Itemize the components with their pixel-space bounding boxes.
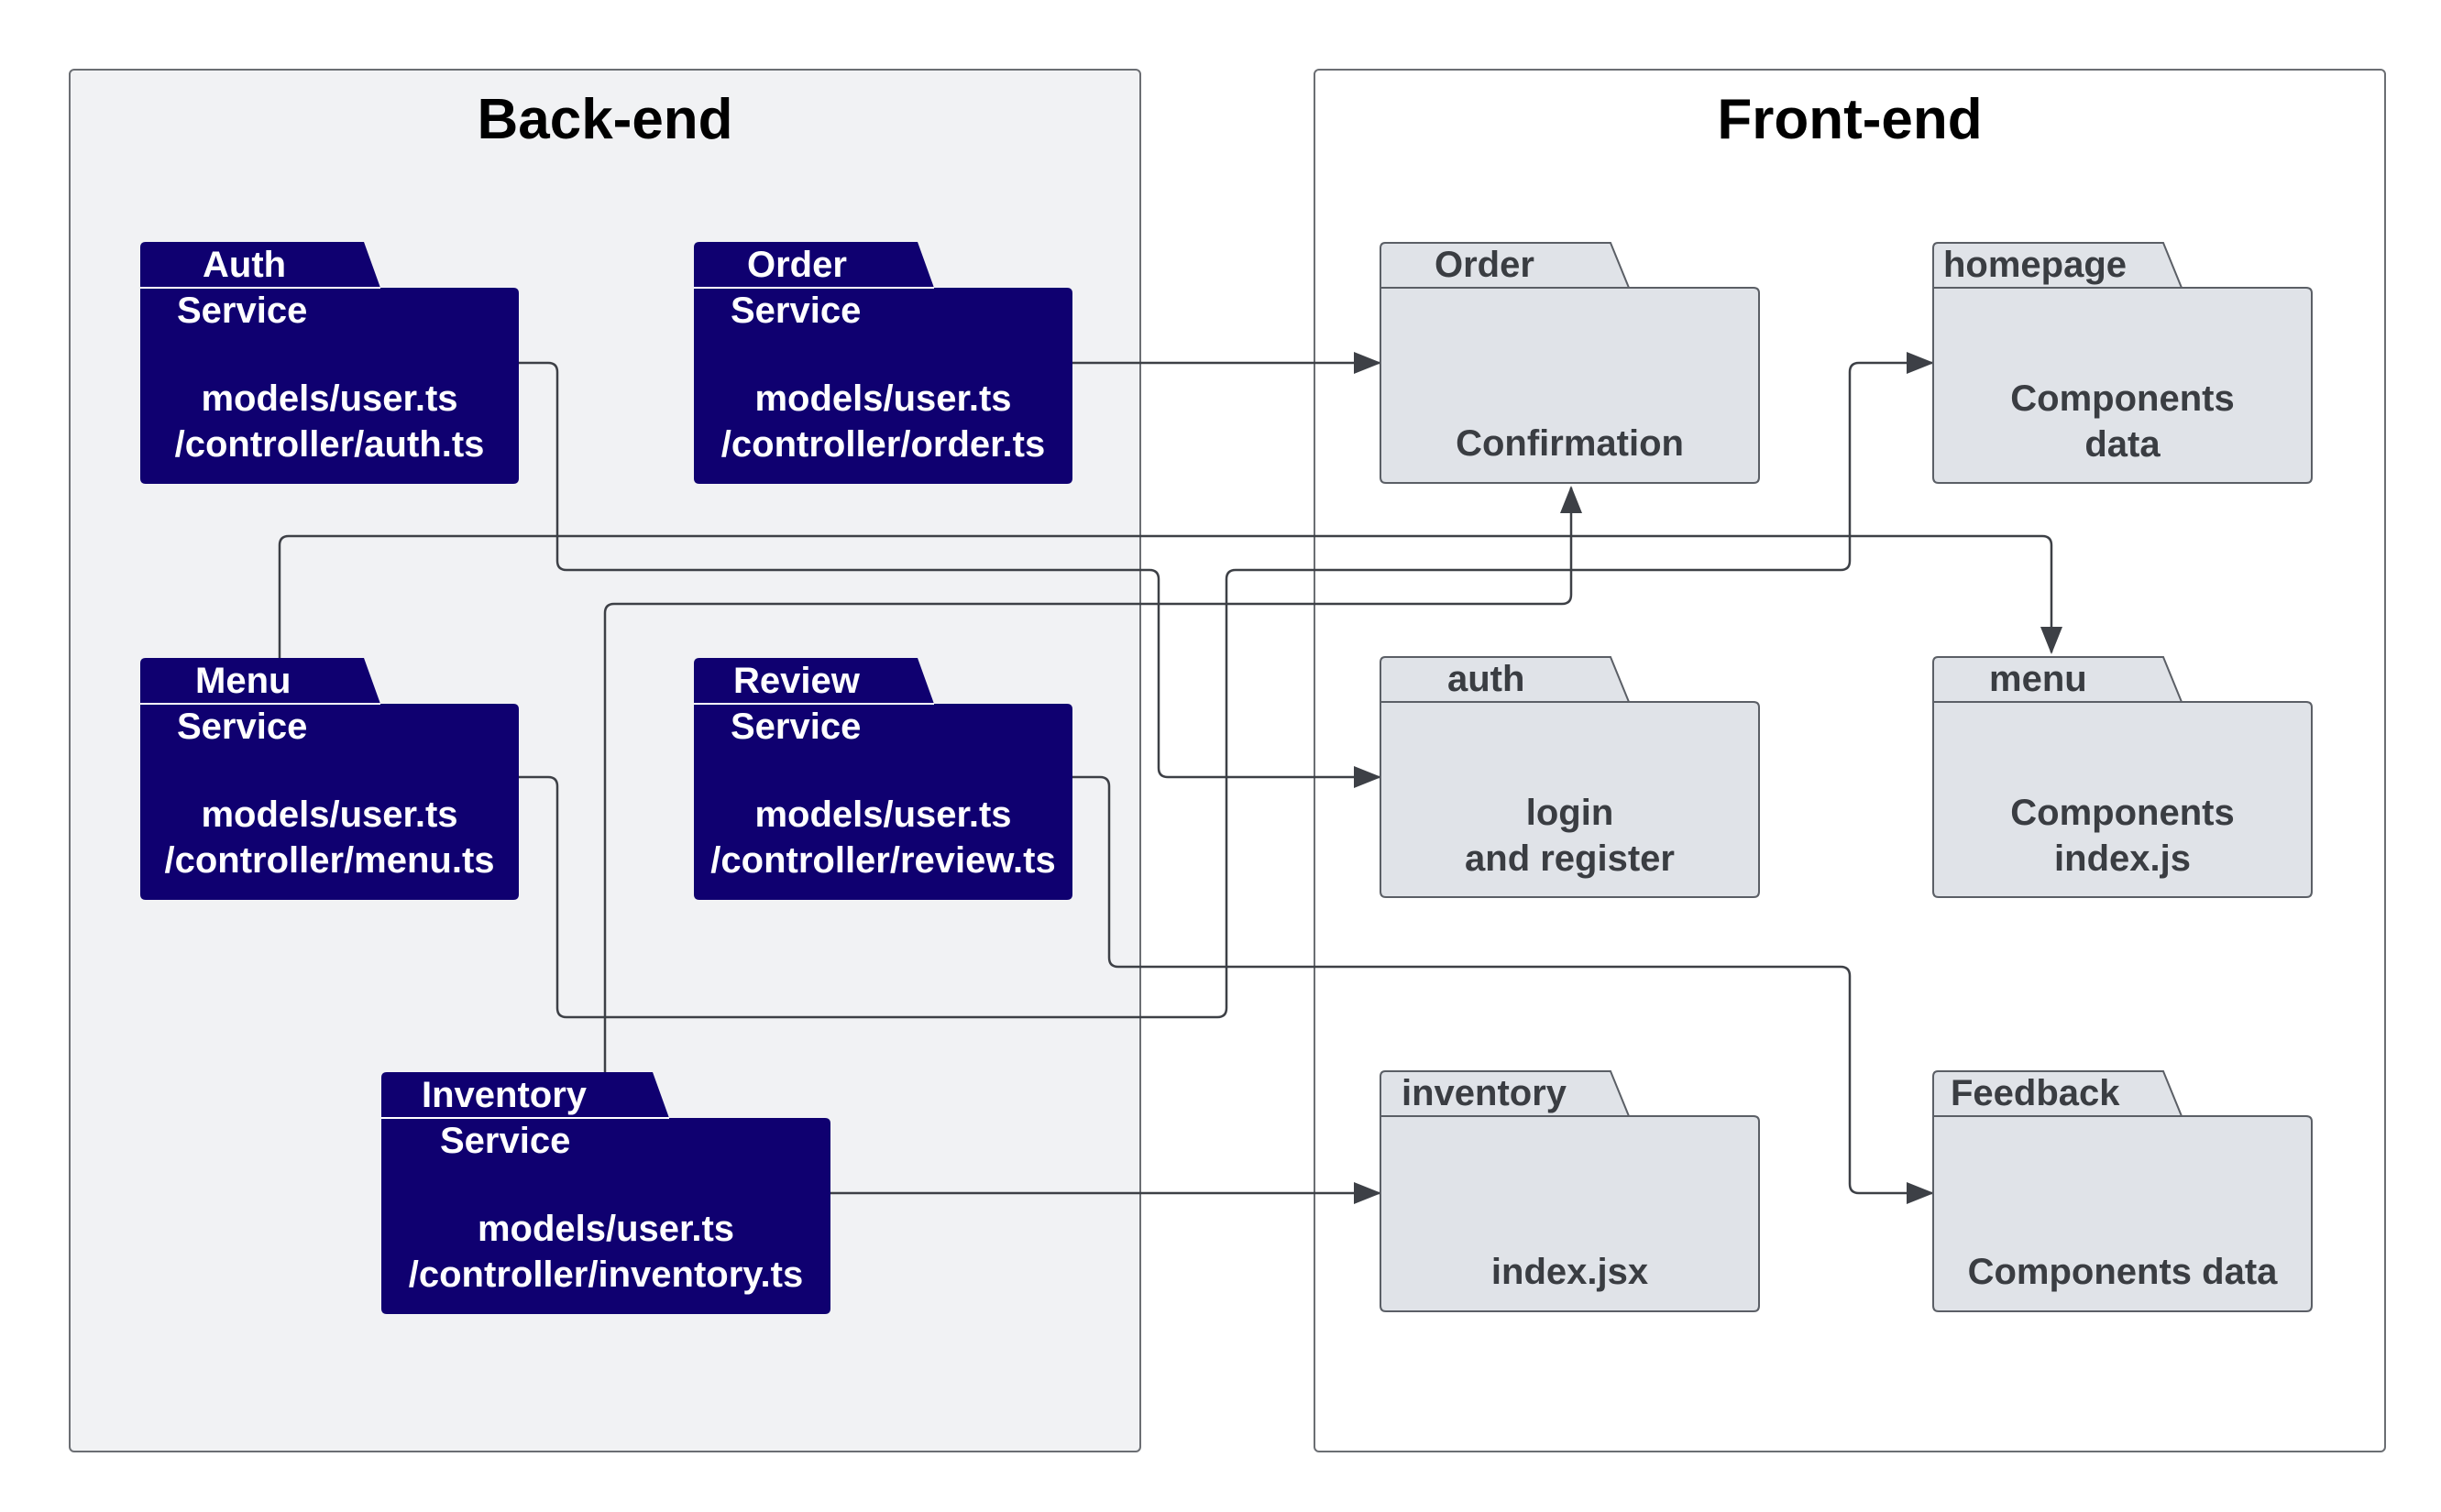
module-body: index.jsx bbox=[1490, 1252, 1649, 1292]
connector-auth bbox=[519, 361, 1381, 788]
connector-feedback bbox=[1072, 775, 1934, 1204]
inventory-module-folder: inventory index.jsx bbox=[1380, 1070, 1760, 1312]
service-tab-label: Auth bbox=[203, 245, 287, 285]
service-body: models/user.ts /controller/menu.ts bbox=[164, 794, 495, 881]
service-tab-label: Menu bbox=[195, 661, 291, 701]
frontend-title: Front-end bbox=[1717, 88, 1983, 151]
menu-module-folder: menu Components index.js bbox=[1932, 656, 2313, 898]
review-service-folder: Review Service models/user.ts /controlle… bbox=[694, 658, 1072, 900]
folder-icon bbox=[1932, 242, 2313, 484]
folder-icon bbox=[1932, 656, 2313, 898]
feedback-module-folder: Feedback Components data bbox=[1932, 1070, 2313, 1312]
service-sub-label: Service bbox=[177, 707, 308, 747]
service-sub-label: Service bbox=[731, 290, 862, 331]
module-body: login and register bbox=[1465, 793, 1675, 879]
service-tab-label: Review bbox=[733, 661, 860, 701]
folder-icon bbox=[694, 658, 1072, 900]
module-tab-label: Feedback bbox=[1951, 1073, 2120, 1113]
folder-icon bbox=[140, 658, 519, 900]
service-body: models/user.ts /controller/inventory.ts bbox=[408, 1209, 804, 1295]
service-sub-label: Service bbox=[731, 707, 862, 747]
service-tab-label: Order bbox=[747, 245, 847, 285]
module-body: Components data bbox=[2010, 378, 2235, 465]
menu-service-folder: Menu Service models/user.ts /controller/… bbox=[140, 658, 519, 900]
homepage-module-folder: homepage Components data bbox=[1932, 242, 2313, 484]
module-tab-label: menu bbox=[1989, 659, 2087, 699]
backend-title: Back-end bbox=[477, 88, 733, 151]
module-body: Components data bbox=[1967, 1252, 2278, 1292]
service-body: models/user.ts /controller/review.ts bbox=[710, 794, 1056, 881]
service-sub-label: Service bbox=[440, 1121, 571, 1161]
order-service-folder: Order Service models/user.ts /controller… bbox=[694, 242, 1072, 484]
folder-icon bbox=[694, 242, 1072, 484]
service-sub-label: Service bbox=[177, 290, 308, 331]
connector-inventory-order bbox=[603, 486, 1582, 1072]
folder-icon bbox=[1380, 656, 1760, 898]
module-tab-label: inventory bbox=[1402, 1073, 1567, 1113]
folder-icon bbox=[1932, 1070, 2313, 1312]
folder-icon bbox=[140, 242, 519, 484]
module-body: Confirmation bbox=[1456, 423, 1684, 464]
module-tab-label: homepage bbox=[1943, 245, 2128, 285]
order-module-folder: Order Confirmation bbox=[1380, 242, 1760, 484]
service-tab-label: Inventory bbox=[422, 1075, 588, 1115]
folder-icon bbox=[381, 1072, 830, 1314]
connector-homepage bbox=[519, 352, 1934, 1019]
connector-menu bbox=[278, 534, 2062, 658]
folder-icon bbox=[1380, 242, 1760, 484]
auth-service-folder: Auth Service models/user.ts /controller/… bbox=[140, 242, 519, 484]
inventory-service-folder: Inventory Service models/user.ts /contro… bbox=[381, 1072, 830, 1314]
module-tab-label: Order bbox=[1435, 245, 1534, 285]
service-body: models/user.ts /controller/order.ts bbox=[720, 378, 1046, 465]
folder-icon bbox=[1380, 1070, 1760, 1312]
module-tab-label: auth bbox=[1447, 659, 1525, 699]
service-body: models/user.ts /controller/auth.ts bbox=[174, 378, 485, 465]
auth-module-folder: auth login and register bbox=[1380, 656, 1760, 898]
module-body: Components index.js bbox=[2010, 793, 2235, 879]
